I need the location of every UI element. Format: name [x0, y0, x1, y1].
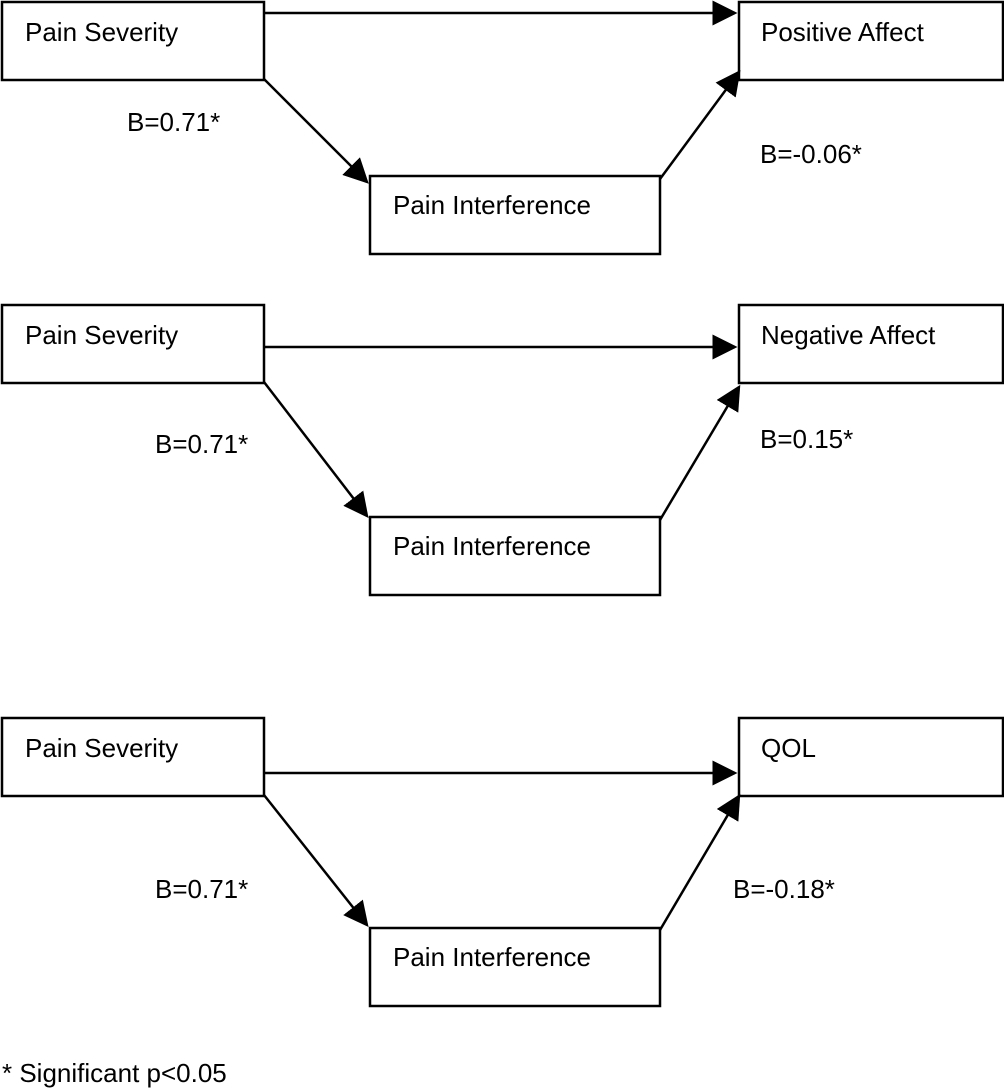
path-a-coefficient: B=0.71* — [127, 107, 220, 137]
pain-interference-box — [368, 926, 662, 1008]
pain-severity-label: Pain Severity — [25, 17, 178, 47]
pain-severity-box — [0, 303, 266, 385]
pain-severity-box — [0, 0, 266, 82]
panel-qol: Pain Severity QOL Pain Interference B=0.… — [0, 716, 1004, 1008]
path-b-coefficient: B=0.15* — [760, 424, 853, 454]
path-b-arrow — [658, 384, 741, 521]
path-a-arrow — [263, 78, 369, 184]
outcome-box — [737, 0, 1004, 82]
significance-footnote: * Significant p<0.05 — [2, 1058, 227, 1088]
pain-interference-label: Pain Interference — [393, 531, 591, 561]
panel-positive-affect: Pain Severity Positive Affect Pain Inter… — [0, 0, 1004, 256]
outcome-label: QOL — [761, 733, 816, 763]
path-b-coefficient: B=-0.18* — [733, 874, 835, 904]
path-a-coefficient: B=0.71* — [155, 874, 248, 904]
outcome-box — [737, 303, 1004, 385]
pain-interference-box — [368, 174, 662, 256]
outcome-label: Positive Affect — [761, 17, 925, 47]
path-b-coefficient: B=-0.06* — [760, 139, 862, 169]
outcome-label: Negative Affect — [761, 320, 936, 350]
pain-severity-label: Pain Severity — [25, 733, 178, 763]
path-a-coefficient: B=0.71* — [155, 429, 248, 459]
outcome-box — [737, 716, 1004, 798]
path-b-arrow — [658, 69, 741, 180]
pain-severity-box — [0, 716, 266, 798]
pain-severity-label: Pain Severity — [25, 320, 178, 350]
path-a-arrow — [263, 381, 369, 518]
path-a-arrow — [263, 794, 369, 927]
pain-interference-label: Pain Interference — [393, 190, 591, 220]
pain-interference-label: Pain Interference — [393, 942, 591, 972]
panel-negative-affect: Pain Severity Negative Affect Pain Inter… — [0, 303, 1004, 597]
path-b-arrow — [658, 793, 741, 931]
pain-interference-box — [368, 515, 662, 597]
